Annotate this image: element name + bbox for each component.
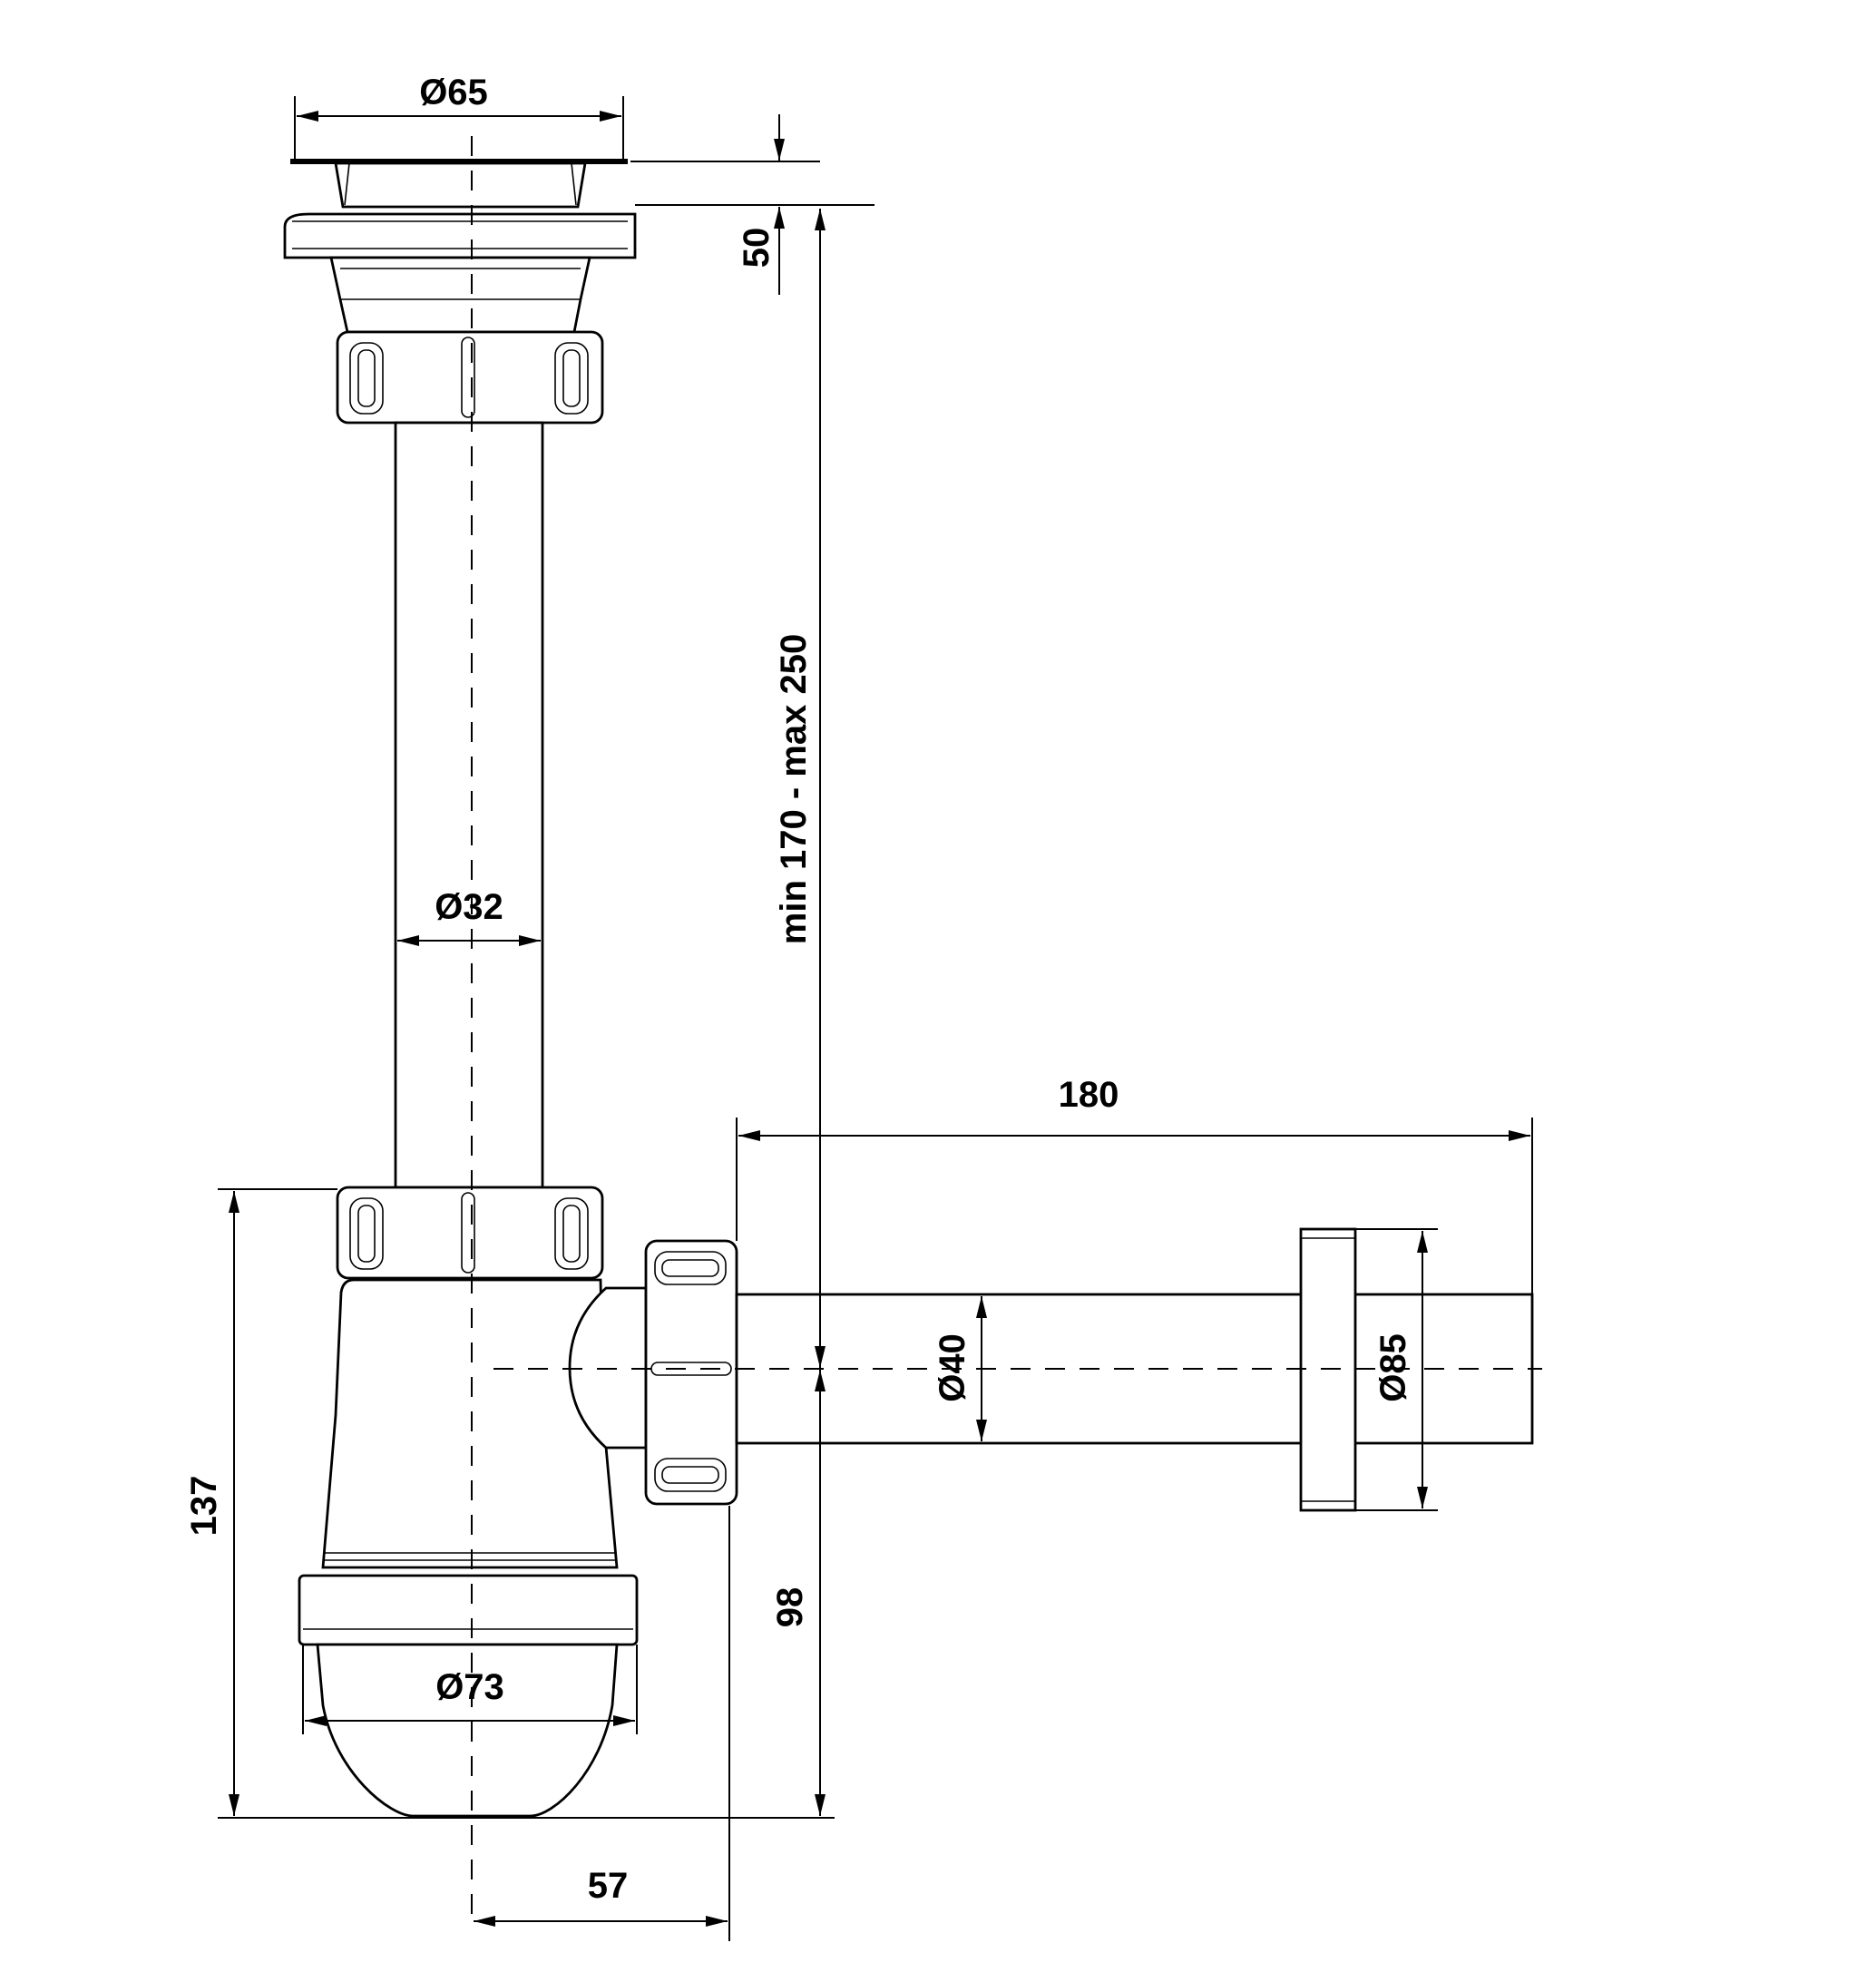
dim-label-bottle-diameter: Ø73 [435, 1667, 504, 1707]
dim-label-total-height: min 170 - max 250 [774, 634, 814, 944]
bottle-cap [298, 1574, 639, 1818]
dim-label-outlet-diameter: Ø40 [933, 1333, 972, 1402]
dim-label-plug-diameter: Ø65 [419, 73, 488, 112]
dim-label-outlet-offset: 57 [588, 1866, 629, 1906]
upper-nut [336, 330, 604, 425]
drain-plug [283, 159, 637, 334]
dim-label-plug-height: 50 [737, 228, 777, 268]
vertical-tube [394, 421, 544, 1189]
lower-nut [336, 1186, 604, 1280]
dim-label-outlet-height: 98 [770, 1587, 810, 1628]
dim-label-bottle-height: 137 [184, 1476, 224, 1537]
dim-label-tube-diameter: Ø32 [435, 887, 503, 927]
bottle-body [321, 1278, 648, 1569]
dim-label-outlet-length: 180 [1059, 1075, 1119, 1115]
outlet-nut [644, 1239, 738, 1506]
dim-label-flange-diameter: Ø85 [1373, 1333, 1413, 1402]
dimension-lines [218, 96, 1533, 1941]
center-lines [471, 136, 1542, 1914]
